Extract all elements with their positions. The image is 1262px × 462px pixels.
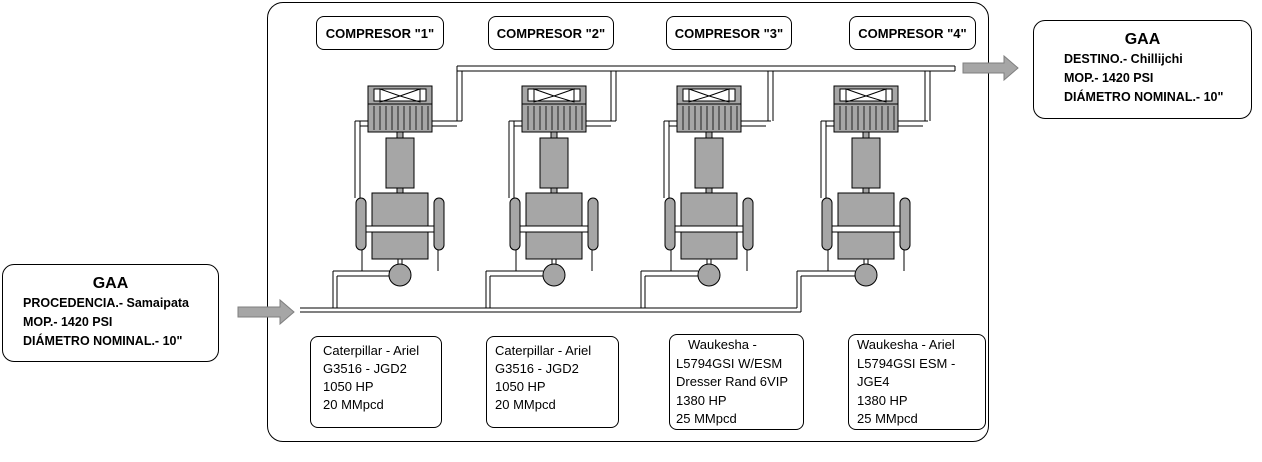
compressor-4-label: COMPRESOR "4" (849, 16, 976, 50)
compressor-2-label: COMPRESOR "2" (488, 16, 614, 50)
spec-line: JGE4 (857, 374, 890, 389)
compressor-unit-2 (509, 85, 599, 287)
spec-line: 25 MMpcd (676, 411, 737, 426)
compressor-2-specs: Caterpillar - Ariel G3516 - JGD2 1050 HP… (486, 336, 619, 428)
spec-line: 20 MMpcd (323, 397, 384, 412)
spec-line: 25 MMpcd (857, 411, 918, 426)
compressor-3-label: COMPRESOR "3" (666, 16, 792, 50)
spec-line: 1050 HP (495, 379, 546, 394)
compressor-unit-4 (821, 85, 911, 287)
compressor-3-specs: Waukesha - L5794GSI W/ESM Dresser Rand 6… (669, 334, 804, 430)
spec-line: Dresser Rand 6VIP (676, 374, 788, 389)
spec-line: Waukesha - (688, 337, 757, 352)
spec-line: 1380 HP (676, 392, 727, 408)
outlet-arrow (962, 54, 1019, 82)
compressor-4-specs: Waukesha - Ariel L5794GSI ESM - JGE4 138… (848, 334, 986, 430)
spec-line: Waukesha - Ariel (857, 337, 955, 352)
outlet-mop: MOP.- 1420 PSI (1064, 71, 1154, 85)
spec-line: 1380 HP (857, 392, 908, 408)
outlet-diameter: DIÁMETRO NOMINAL.- 10" (1064, 90, 1224, 104)
spec-line: Caterpillar - Ariel (323, 343, 420, 358)
compressor-unit-3 (664, 85, 754, 287)
inlet-origin: PROCEDENCIA.- Samaipata (23, 296, 190, 310)
compressor-1-specs: Caterpillar - Ariel G3516 - JGD2 1050 HP… (310, 336, 442, 428)
spec-line: Caterpillar - Ariel (495, 343, 592, 358)
spec-line: 1050 HP (323, 379, 374, 394)
spec-line: 20 MMpcd (495, 397, 556, 412)
inlet-title: GAA (92, 275, 129, 292)
inlet-arrow (237, 298, 295, 326)
spec-line: L5794GSI W/ESM (676, 355, 783, 371)
spec-line: G3516 - JGD2 (495, 361, 579, 376)
compressor-1-label: COMPRESOR "1" (316, 16, 444, 50)
spec-line: G3516 - JGD2 (323, 361, 407, 376)
inlet-diameter: DIÁMETRO NOMINAL.- 10" (23, 334, 183, 348)
outlet-gaa-box: GAA DESTINO.- Chillijchi MOP.- 1420 PSI … (1033, 20, 1252, 119)
spec-line: L5794GSI ESM - (857, 355, 956, 371)
inlet-gaa-box: GAA PROCEDENCIA.- Samaipata MOP.- 1420 P… (2, 264, 219, 362)
inlet-mop: MOP.- 1420 PSI (23, 315, 113, 329)
outlet-title: GAA (1124, 31, 1161, 48)
compressor-unit-1 (355, 85, 445, 287)
outlet-destination: DESTINO.- Chillijchi (1064, 52, 1183, 66)
